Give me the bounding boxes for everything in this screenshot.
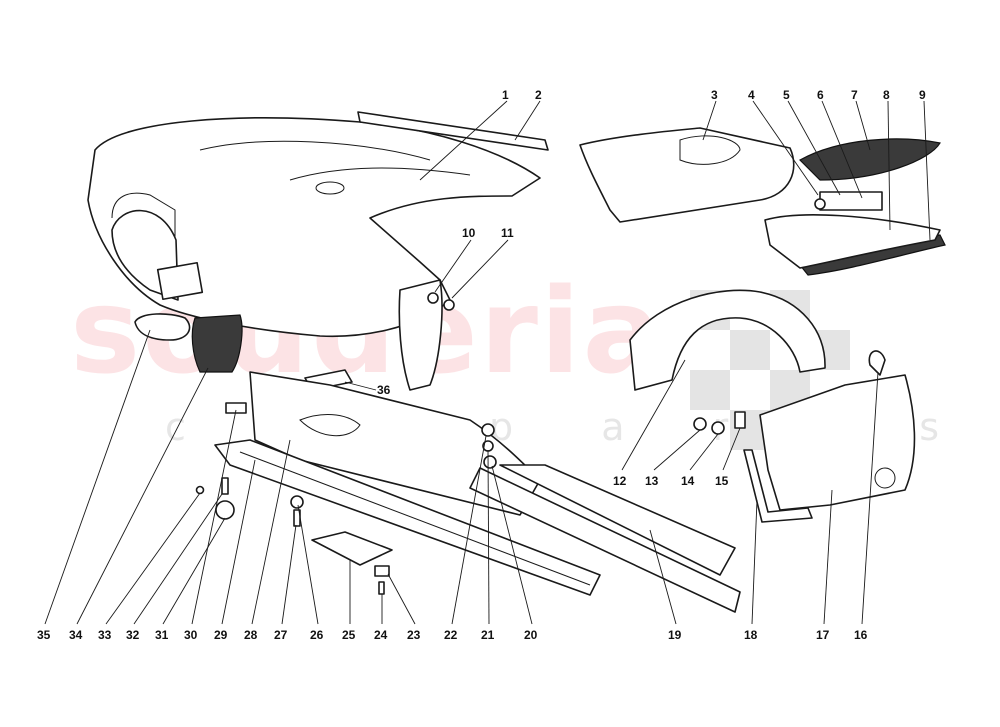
callout-27: 27 — [274, 628, 288, 642]
callout-5: 5 — [783, 88, 790, 102]
edge-seal — [743, 449, 813, 523]
clip-15 — [734, 411, 746, 429]
clip-23 — [374, 565, 390, 577]
callout-20: 20 — [524, 628, 538, 642]
callout-32: 32 — [126, 628, 140, 642]
callout-36: 36 — [377, 383, 391, 397]
callout-16: 16 — [854, 628, 868, 642]
leader-lines — [44, 100, 931, 625]
washer-20 — [483, 455, 497, 469]
callout-25: 25 — [342, 628, 356, 642]
seal-strip — [357, 111, 549, 151]
callout-23: 23 — [407, 628, 421, 642]
callout-19: 19 — [668, 628, 682, 642]
screw-33 — [195, 485, 205, 495]
grille-7 — [799, 138, 941, 181]
callout-3: 3 — [711, 88, 718, 102]
callout-8: 8 — [883, 88, 890, 102]
sill-cover — [249, 371, 541, 516]
callout-2: 2 — [535, 88, 542, 102]
callout-34: 34 — [69, 628, 83, 642]
callout-13: 13 — [645, 474, 659, 488]
screw-4 — [814, 198, 826, 210]
callout-12: 12 — [613, 474, 627, 488]
label-29 — [225, 402, 247, 414]
callout-21: 21 — [481, 628, 495, 642]
indicator-lamp — [134, 313, 191, 341]
callout-29: 29 — [214, 628, 228, 642]
air-duct — [764, 213, 941, 269]
callout-7: 7 — [851, 88, 858, 102]
callout-30: 30 — [184, 628, 198, 642]
side-grille — [191, 314, 243, 373]
front-panel-skirt — [398, 279, 443, 391]
callout-22: 22 — [444, 628, 458, 642]
washer-14 — [711, 421, 725, 435]
callout-26: 26 — [310, 628, 324, 642]
checkered-flag-watermark — [690, 290, 850, 450]
rear-quarter-panel — [579, 127, 795, 223]
washer-10 — [427, 292, 439, 304]
screw-26 — [290, 495, 304, 509]
callout-18: 18 — [744, 628, 758, 642]
callout-4: 4 — [748, 88, 755, 102]
callout-24: 24 — [374, 628, 388, 642]
callout-33: 33 — [98, 628, 112, 642]
screw-24 — [378, 581, 385, 595]
callout-11: 11 — [501, 226, 514, 240]
callout-15: 15 — [715, 474, 729, 488]
clip-16 — [868, 350, 886, 376]
callout-1: 1 — [502, 88, 509, 102]
callout-14: 14 — [681, 474, 695, 488]
screw-11 — [443, 299, 455, 311]
screw-13 — [693, 417, 707, 431]
screw-22 — [481, 423, 495, 437]
callout-28: 28 — [244, 628, 258, 642]
bolt-31 — [221, 477, 229, 495]
wheel-arch-liner — [629, 289, 826, 391]
washer-30 — [215, 500, 235, 520]
sill-rail — [499, 464, 736, 576]
cover-plate-25 — [311, 531, 393, 566]
front-body-panel — [87, 117, 541, 338]
callout-31: 31 — [155, 628, 169, 642]
callout-6: 6 — [817, 88, 824, 102]
callout-10: 10 — [462, 226, 476, 240]
bracket-6 — [819, 191, 883, 211]
callout-9: 9 — [919, 88, 926, 102]
callout-17: 17 — [816, 628, 830, 642]
callout-35: 35 — [37, 628, 51, 642]
